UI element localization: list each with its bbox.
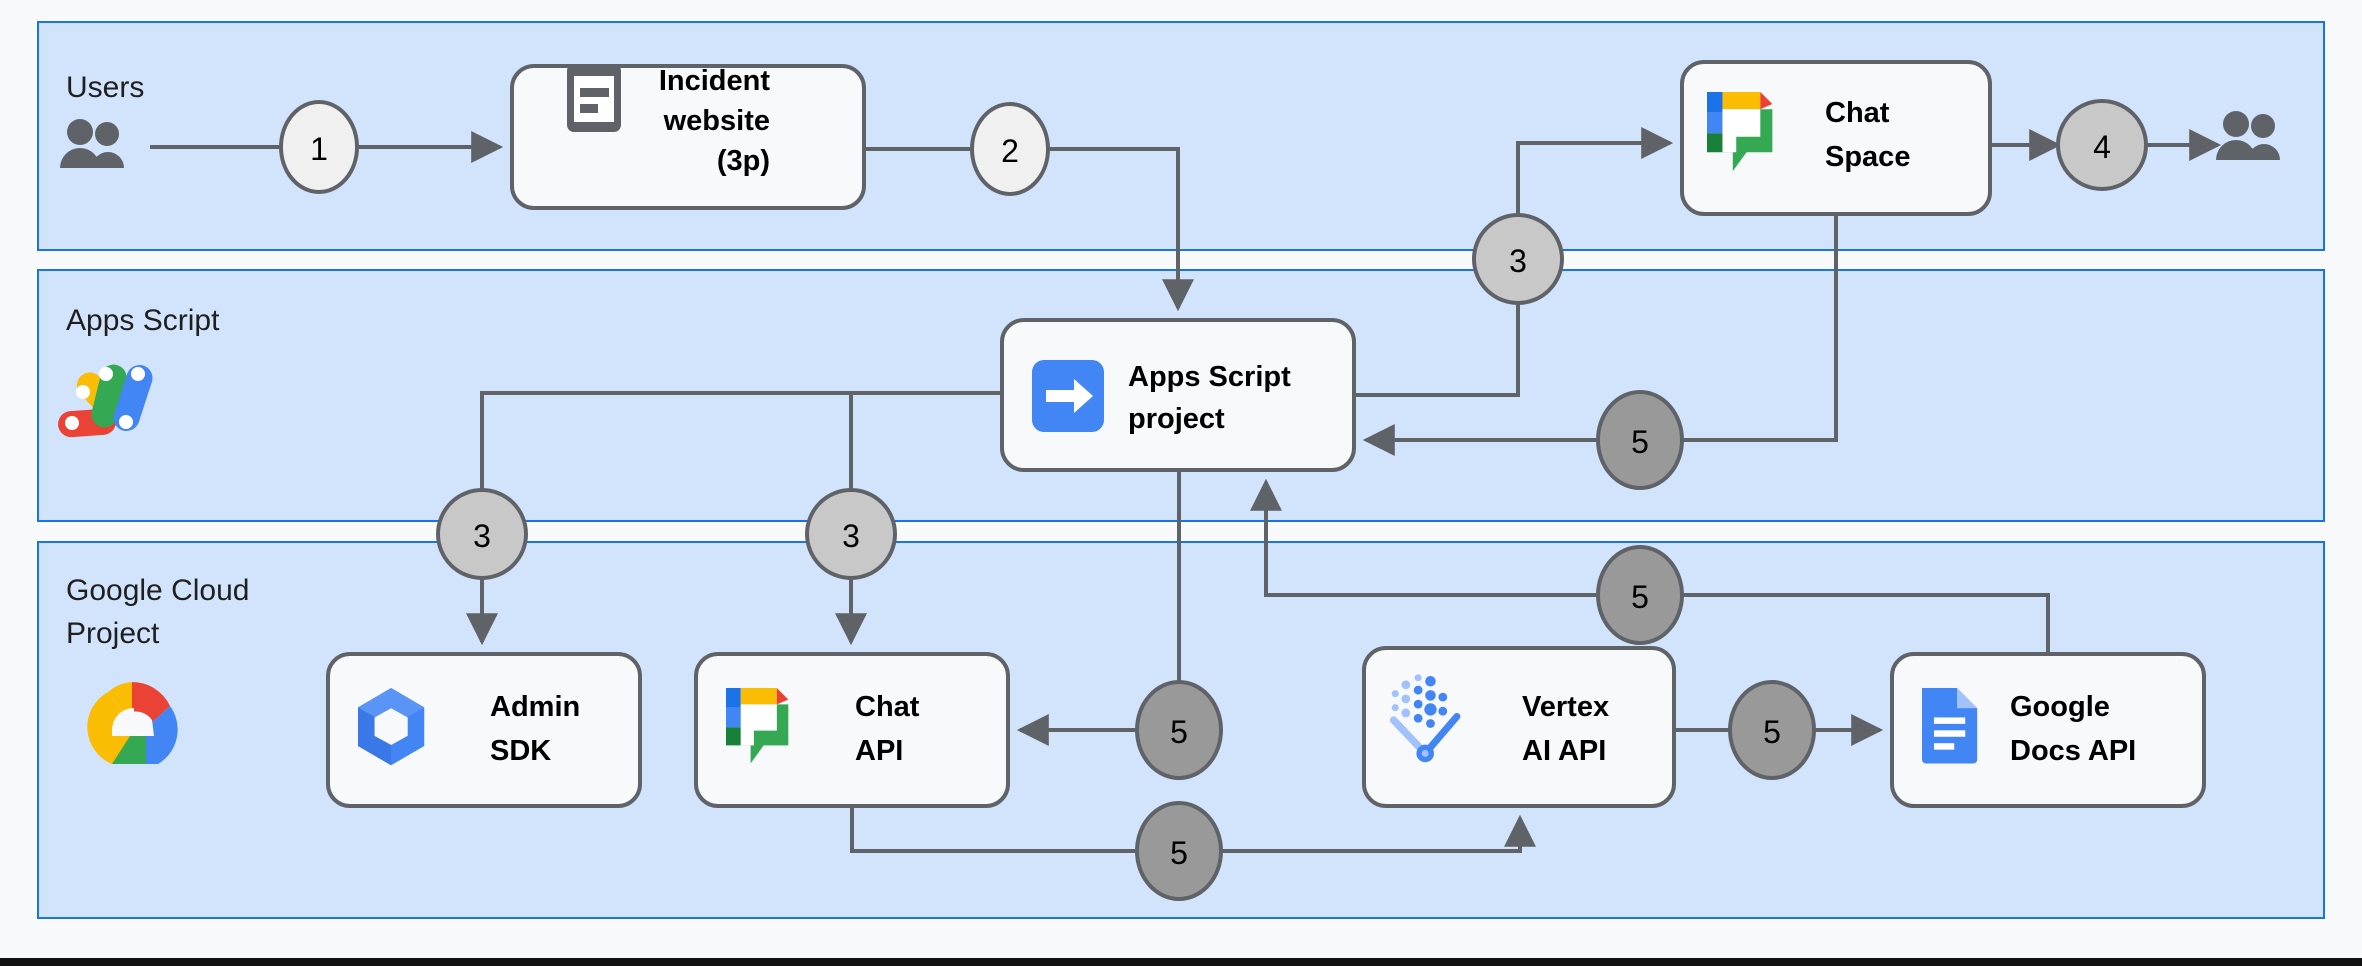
- step-1-circle: [279, 100, 359, 194]
- edge-website-to-asp-b: [1048, 147, 1194, 312]
- step-5a: 5: [1596, 390, 1684, 490]
- node-apps-script-project[interactable]: Apps Script project: [1000, 318, 1356, 472]
- node-chat-api[interactable]: Chat API: [694, 652, 1010, 808]
- step-1: 1: [279, 100, 359, 194]
- band-apps-script-label: Apps Script: [66, 304, 220, 337]
- edge-layer: [150, 127, 2222, 853]
- step-4-circle: [2056, 99, 2148, 191]
- step-5b: 5: [1596, 545, 1684, 645]
- step-5c: 5: [1135, 680, 1223, 780]
- step-5b-circle: [1596, 545, 1684, 645]
- edge-chatapi-to-vertex-b: [1221, 814, 1536, 853]
- node-chat-api-label-2: API: [855, 735, 903, 767]
- edge-asp-to-adminsdk-a: [480, 391, 1002, 490]
- step-3c-circle: [805, 488, 897, 580]
- step-2-circle: [970, 102, 1050, 196]
- step-5e: 5: [1135, 801, 1223, 901]
- node-vertex-label-1: Vertex: [1522, 691, 1609, 723]
- step-3a-circle: [1472, 213, 1564, 305]
- step-4-number: 4: [2093, 129, 2111, 165]
- step-5e-circle: [1135, 801, 1223, 901]
- node-asp-label-1: Apps Script: [1128, 361, 1291, 393]
- step-3c-number: 3: [842, 518, 860, 554]
- step-3b-circle: [436, 488, 528, 580]
- step-2-number: 2: [1001, 133, 1019, 169]
- node-docs-label-1: Google: [2010, 691, 2110, 723]
- edge-asp-to-chatspace-a: [1354, 303, 1520, 397]
- node-admin-sdk-label-1: Admin: [490, 691, 580, 723]
- band-gcp-label-line1: Google Cloud: [66, 574, 249, 607]
- node-incident-website-label-2: website: [663, 105, 770, 137]
- node-vertex-ai-api-box[interactable]: [1362, 646, 1676, 808]
- node-incident-website-label-3: (3p): [717, 145, 770, 177]
- node-docs-label-2: Docs API: [2010, 735, 2136, 767]
- node-apps-script-project-box[interactable]: [1000, 318, 1356, 472]
- step-5d-circle: [1728, 680, 1816, 780]
- step-2: 2: [970, 102, 1050, 196]
- step-3c: 3: [805, 488, 897, 580]
- band-users-label: Users: [66, 71, 144, 104]
- step-3b-number: 3: [473, 518, 491, 554]
- node-chat-space[interactable]: Chat Space: [1680, 60, 1992, 216]
- node-incident-website-label-1: Incident: [659, 65, 771, 97]
- google-cloud-logo: [87, 681, 178, 764]
- web-page-icon: [567, 64, 621, 132]
- step-3a-number: 3: [1509, 243, 1527, 279]
- band-gcp-label-line2: Project: [66, 617, 160, 650]
- node-admin-sdk[interactable]: Admin SDK: [326, 652, 642, 808]
- node-admin-sdk-label-2: SDK: [490, 735, 551, 767]
- step-5a-circle: [1596, 390, 1684, 490]
- node-google-docs-api-box[interactable]: [1890, 652, 2206, 808]
- step-5e-number: 5: [1170, 835, 1188, 871]
- step-5d: 5: [1728, 680, 1816, 780]
- step-5b-number: 5: [1631, 579, 1649, 615]
- node-vertex-ai-api[interactable]: Vertex AI API: [1362, 646, 1676, 808]
- node-incident-website[interactable]: Incident website (3p): [510, 64, 866, 210]
- step-5c-circle: [1135, 680, 1223, 780]
- edge-chatspace-to-asp-a: [1682, 215, 1838, 442]
- step-4: 4: [2056, 99, 2148, 191]
- node-admin-sdk-box[interactable]: [326, 652, 642, 808]
- step-1-number: 1: [310, 131, 328, 167]
- node-asp-label-2: project: [1128, 403, 1225, 435]
- step-5a-number: 5: [1631, 424, 1649, 460]
- step-5d-number: 5: [1763, 714, 1781, 750]
- edge-docs-to-asp-a: [1682, 593, 2050, 654]
- step-3a: 3: [1472, 213, 1564, 305]
- edge-chatapi-to-vertex-a: [850, 806, 1137, 853]
- apps-script-arrow-icon: [1032, 360, 1104, 432]
- node-google-docs-api[interactable]: Google Docs API: [1890, 652, 2206, 808]
- node-vertex-label-2: AI API: [1522, 735, 1606, 767]
- node-chat-space-label-2: Space: [1825, 141, 1910, 173]
- node-chat-space-label-1: Chat: [1825, 97, 1890, 129]
- edge-asp-to-chatspace-b: [1516, 127, 1674, 215]
- step-3b: 3: [436, 488, 528, 580]
- node-chat-api-label-1: Chat: [855, 691, 920, 723]
- edge-docs-to-asp-b: [1250, 478, 1598, 597]
- step-5c-number: 5: [1170, 714, 1188, 750]
